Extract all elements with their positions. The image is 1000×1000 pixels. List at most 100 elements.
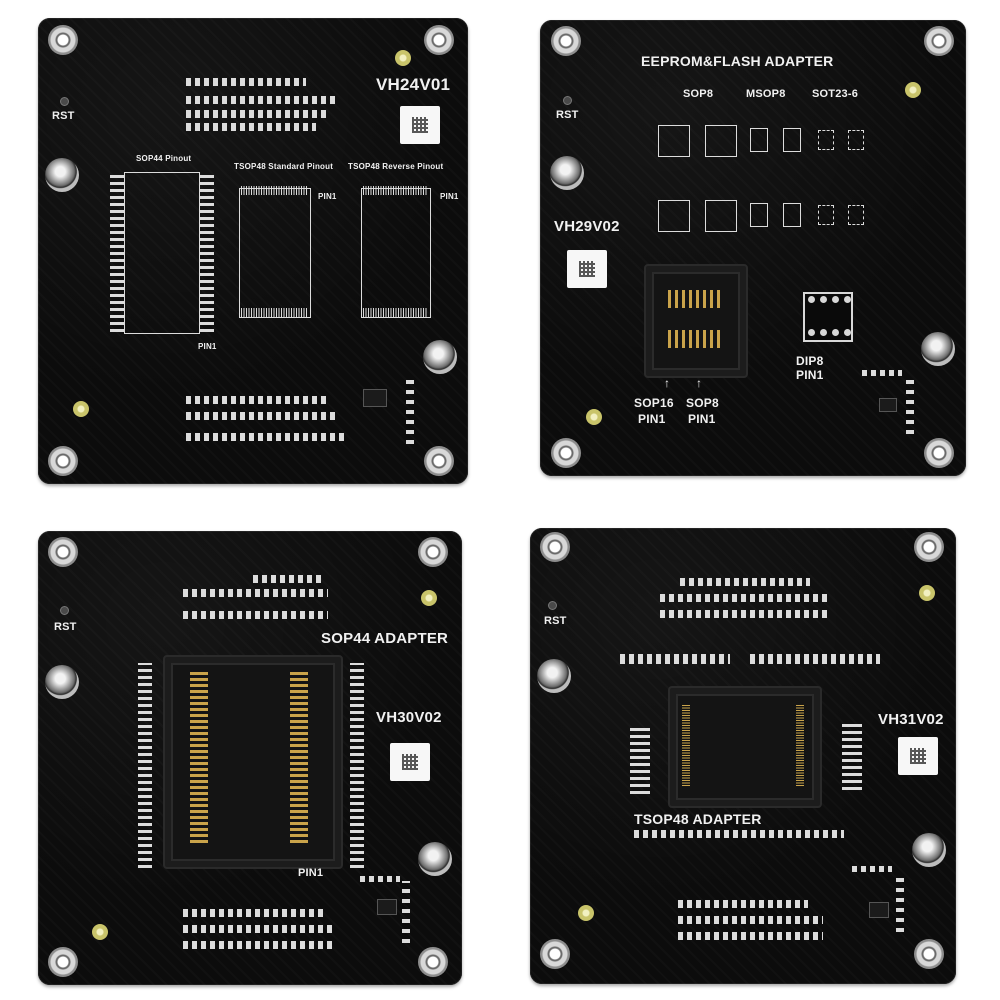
qr-code: [567, 250, 607, 288]
sop44-footprint: [124, 172, 200, 334]
pad-row: [750, 654, 880, 664]
msop8-footprint: [750, 128, 768, 152]
sop44-pin1-label: PIN1: [298, 867, 324, 879]
mounting-hole: [418, 537, 448, 567]
dip-pin: [844, 329, 851, 336]
resistor-column: [630, 728, 650, 794]
pad-row: [186, 396, 326, 404]
sot23-6-label: SOT23-6: [812, 88, 859, 100]
sop44-pin-column: [110, 174, 124, 332]
fiducial-mark: [73, 401, 89, 417]
sop16-arrow: ↑: [664, 376, 670, 390]
mounting-hole: [551, 438, 581, 468]
mounting-hole: [48, 446, 78, 476]
sot23-footprint: [818, 130, 834, 150]
fiducial-mark: [905, 82, 921, 98]
pad-row: [183, 909, 323, 917]
rst-label: RST: [52, 110, 75, 122]
mounting-hole: [914, 532, 944, 562]
rst-led: [60, 97, 69, 106]
adapter-title: TSOP48 ADAPTER: [634, 811, 762, 827]
pad-row: [186, 412, 336, 420]
pad-row: [634, 830, 844, 838]
tsop-pin-row: [363, 308, 427, 317]
mounting-hole: [914, 939, 944, 969]
tsop48-standard-pin1: PIN1: [318, 192, 337, 201]
pad-row: [678, 932, 823, 940]
mounting-hole: [540, 939, 570, 969]
sot23-footprint: [848, 130, 864, 150]
socket-contacts: [796, 704, 804, 786]
smd-chip: [363, 389, 387, 407]
socket-contacts: [190, 671, 208, 843]
sot23-footprint: [818, 205, 834, 225]
sop8-arrow: ↑: [696, 376, 702, 390]
board-vh29v02: RST EEPROM&FLASH ADAPTER SOP8 MSOP8 SOT2…: [540, 20, 966, 476]
pad-row: [186, 123, 316, 131]
sop8-footprint: [658, 200, 690, 232]
pad-row: [360, 876, 400, 882]
smd-chip: [879, 398, 897, 412]
adapter-title: EEPROM&FLASH ADAPTER: [641, 53, 834, 69]
pad-row: [253, 575, 323, 583]
sop8-pin1-label: PIN1: [688, 412, 716, 426]
fiducial-mark: [578, 905, 594, 921]
sop8-footprint: [658, 125, 690, 157]
rst-label: RST: [556, 109, 579, 121]
sop44-header-column: [350, 663, 364, 868]
sop44-pin1-label: PIN1: [198, 342, 217, 351]
mounting-hole: [540, 532, 570, 562]
tsop48-reverse-footprint: [361, 188, 431, 318]
guide-post: [921, 332, 955, 366]
mounting-hole: [48, 25, 78, 55]
header-pins: [402, 881, 410, 943]
sop44-header-column: [138, 663, 152, 868]
msop8-label: MSOP8: [746, 88, 786, 100]
msop8-footprint: [783, 203, 801, 227]
sop16-label: SOP16: [634, 396, 674, 410]
pad-row: [852, 866, 892, 872]
dip-pin: [820, 329, 827, 336]
smd-chip: [377, 899, 397, 915]
mounting-hole: [551, 26, 581, 56]
fiducial-mark: [919, 585, 935, 601]
dip-pin: [808, 329, 815, 336]
pad-row: [660, 610, 830, 618]
dip8-label: DIP8: [796, 354, 824, 368]
pad-row: [680, 578, 810, 586]
guide-post: [537, 659, 571, 693]
sop16-pin1-label: PIN1: [638, 412, 666, 426]
guide-post: [45, 665, 79, 699]
qr-code: [400, 106, 440, 144]
header-pins: [906, 374, 914, 434]
pad-row: [862, 370, 902, 376]
mounting-hole: [418, 947, 448, 977]
rst-label: RST: [544, 615, 567, 627]
board-model: VH30V02: [376, 709, 442, 726]
dip8-pin1-label: PIN1: [796, 368, 824, 382]
board-vh24v01: RST VH24V01 SOP44 Pinout TSOP48 Standard…: [38, 18, 468, 484]
guide-post: [912, 833, 946, 867]
mounting-hole: [924, 26, 954, 56]
dip-pin: [844, 296, 851, 303]
pad-row: [186, 110, 326, 118]
qr-code: [390, 743, 430, 781]
guide-post: [550, 156, 584, 190]
tsop-pin-row: [363, 186, 427, 195]
pad-row: [183, 589, 328, 597]
sop44-pinout-label: SOP44 Pinout: [136, 154, 192, 163]
rst-led: [548, 601, 557, 610]
pad-row: [678, 916, 823, 924]
board-vh30v02: RST SOP44 ADAPTER VH30V02 PIN1: [38, 531, 462, 985]
mounting-hole: [424, 25, 454, 55]
fiducial-mark: [421, 590, 437, 606]
guide-post: [423, 340, 457, 374]
fiducial-mark: [586, 409, 602, 425]
dip-pin: [832, 296, 839, 303]
board-vh31v02: RST VH31V02 TSOP48 ADAPTER: [530, 528, 956, 984]
adapter-title: SOP44 ADAPTER: [321, 630, 449, 647]
mounting-hole: [424, 446, 454, 476]
pad-row: [660, 594, 830, 602]
board-model: VH29V02: [554, 218, 620, 235]
msop8-footprint: [783, 128, 801, 152]
